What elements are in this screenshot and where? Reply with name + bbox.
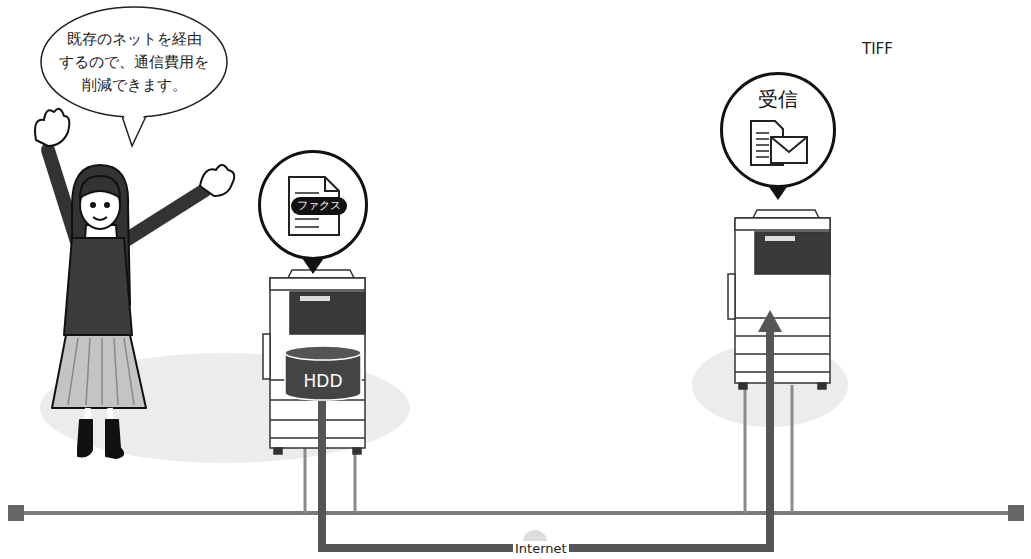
network-label: Internet (513, 541, 569, 557)
multifunction-printer (728, 210, 830, 389)
bubble-tail-fill (121, 108, 147, 138)
woman-figure (35, 109, 234, 458)
node-text: HDD (304, 371, 343, 391)
callout-pointer (302, 184, 789, 274)
receive-callout: 受信 (720, 72, 836, 188)
speech-bubble: 既存のネットを経由 するので、通信費用を 削減できます。 (40, 6, 228, 118)
floor-shadows (40, 343, 848, 463)
mail-document-icon (747, 119, 811, 169)
network-bar (8, 385, 1024, 521)
multifunction-printer (263, 270, 365, 454)
format-label: TIFF (862, 40, 893, 58)
node-text: ファクス (291, 197, 347, 215)
fax-callout: ファクス (258, 150, 368, 260)
internet-route (322, 310, 782, 548)
node-text: 既存のネットを経由 するので、通信費用を 削減できます。 (48, 28, 220, 97)
hdd-cylinder: HDD (284, 345, 362, 401)
node-text: 受信 (723, 87, 833, 111)
bubble-ellipse (41, 7, 227, 117)
